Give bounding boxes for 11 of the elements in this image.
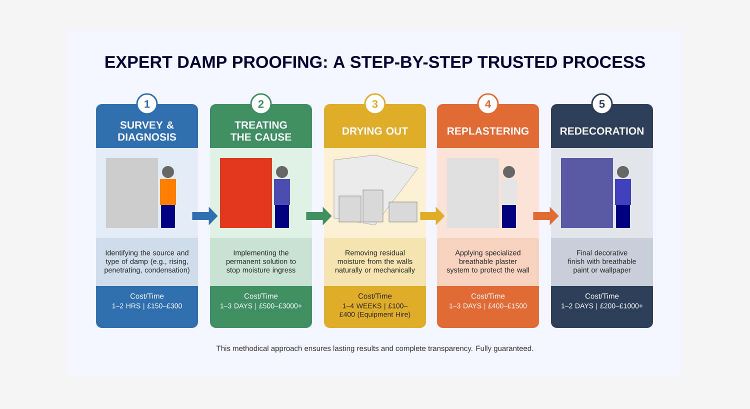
step-card (324, 93, 426, 328)
title: EXPERT DAMP PROOFING: A STEP-BY-STEP TRUSTED PROCESS (106, 56, 645, 68)
step-card (210, 93, 312, 328)
step-heading: TREATING THE CAUSE (230, 121, 292, 141)
step-heading: DRYING OUT (342, 127, 408, 135)
step-card (437, 93, 539, 328)
step-heading: REPLASTERING (448, 127, 528, 135)
step-heading: SURVEY & DIAGNOSIS (118, 121, 176, 141)
step-heading: REDECORATION (560, 127, 644, 135)
step-card (96, 93, 198, 328)
step-card (551, 93, 653, 328)
